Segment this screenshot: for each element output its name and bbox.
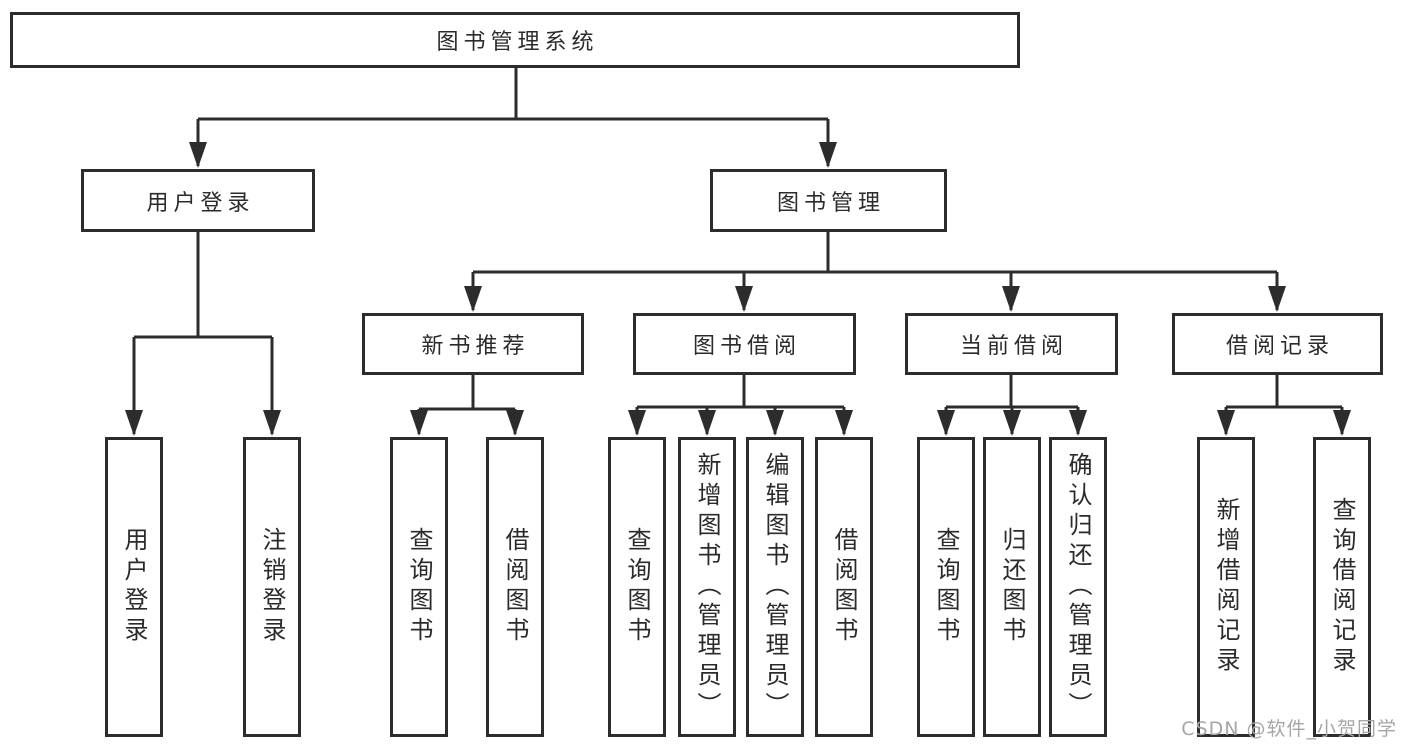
node-user-login: 用户登录 — [81, 169, 315, 232]
leaf-query-books-current: 查询图书 — [917, 437, 975, 737]
leaf-query-borrow-record-label: 查询借阅记录 — [1328, 497, 1356, 677]
leaf-query-books-current-label: 查询图书 — [932, 527, 960, 647]
leaf-user-login-label: 用户登录 — [120, 527, 148, 647]
node-book-management: 图书管理 — [710, 169, 947, 232]
leaf-confirm-return-admin: 确认归还（管理员） — [1049, 437, 1107, 737]
leaf-add-book-admin-label: 新增图书（管理员） — [693, 452, 721, 722]
connector-lines — [132, 67, 1344, 434]
leaf-return-books: 归还图书 — [983, 437, 1041, 737]
leaf-edit-book-admin-label: 编辑图书（管理员） — [761, 452, 789, 722]
leaf-confirm-return-admin-label: 确认归还（管理员） — [1064, 452, 1092, 722]
leaf-borrow-books-recommend: 借阅图书 — [486, 437, 544, 737]
leaf-query-books-recommend-label: 查询图书 — [405, 527, 433, 647]
leaf-query-books-recommend: 查询图书 — [390, 437, 448, 737]
leaf-borrow-books-recommend-label: 借阅图书 — [501, 527, 529, 647]
leaf-return-books-label: 归还图书 — [998, 527, 1026, 647]
leaf-borrow-books: 借阅图书 — [815, 437, 873, 737]
leaf-logout: 注销登录 — [243, 437, 301, 737]
node-borrowing-records: 借阅记录 — [1172, 313, 1383, 375]
leaf-add-borrow-record: 新增借阅记录 — [1197, 437, 1255, 737]
node-book-borrowing: 图书借阅 — [633, 313, 856, 375]
node-new-book-recommendation: 新书推荐 — [362, 313, 584, 375]
leaf-borrow-books-label: 借阅图书 — [830, 527, 858, 647]
leaf-add-borrow-record-label: 新增借阅记录 — [1212, 497, 1240, 677]
watermark: CSDN @软件_小贺同学 — [1181, 718, 1397, 740]
node-library-management-system: 图书管理系统 — [10, 12, 1020, 68]
leaf-query-books-borrowing: 查询图书 — [608, 437, 666, 737]
leaf-user-login: 用户登录 — [105, 437, 163, 737]
leaf-logout-label: 注销登录 — [258, 527, 286, 647]
leaf-edit-book-admin: 编辑图书（管理员） — [746, 437, 804, 737]
leaf-query-books-borrowing-label: 查询图书 — [623, 527, 651, 647]
leaf-add-book-admin: 新增图书（管理员） — [678, 437, 736, 737]
node-current-borrowing: 当前借阅 — [905, 313, 1118, 375]
leaf-query-borrow-record: 查询借阅记录 — [1313, 437, 1371, 737]
